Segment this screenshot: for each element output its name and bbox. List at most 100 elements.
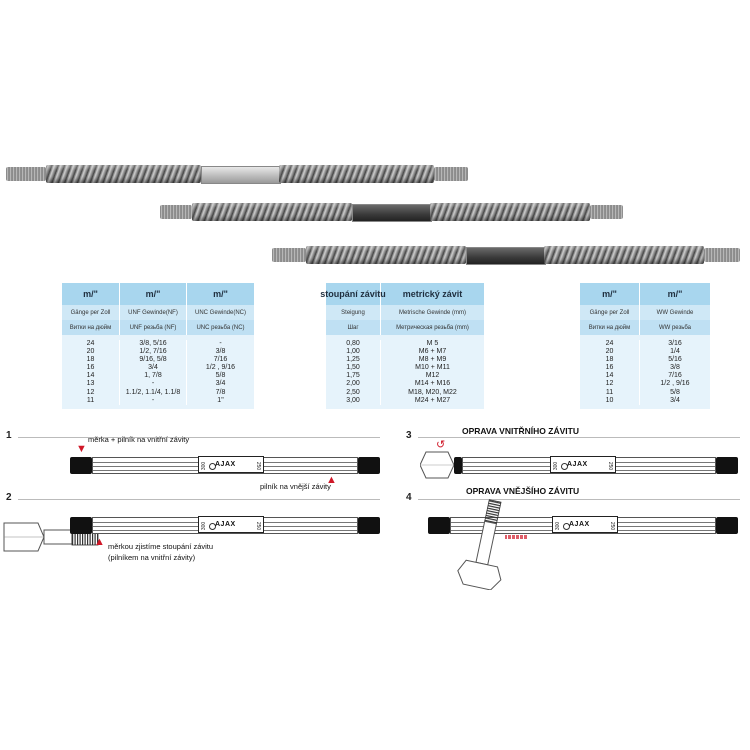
bolt-icon [457,499,502,590]
table-cell: 2,50 [346,388,360,396]
table-cell: 5/8 [670,388,680,396]
table-cell: - [219,340,222,347]
table-cell: 2,00 [346,380,360,388]
table-unf-unc: m/" m/" m/" Gänge per Zoll UNF Gewinde(N… [62,283,254,409]
table-cell: 7/16 [213,356,228,364]
table-cell: 9/16, 5/8 [139,356,167,364]
table-cell: 1,00 [346,348,360,356]
table-column: M 5 M6 + M7 M8 + M9 M10 + M11 M12 M14 + … [381,340,484,405]
table-subheader: UNF Gewinde(NF) [120,305,187,320]
table-cell: 18 [86,356,95,364]
table-cell: 0,80 [346,340,360,347]
step-4-caption: OPRAVA VNĚJŠÍHO ZÁVITU [466,486,580,496]
table-column: 3/8, 5/16 1/2, 7/16 9/16, 5/8 3/4 1, 7/8… [120,340,187,405]
table-cell: 1.1/2, 1.1/4, 1.1/8 [125,388,181,396]
ajax-tool-diagram: 300 AJAX 250 [70,516,380,534]
tool-brand: AJAX [215,461,236,468]
ajax-tool-diagram: 300 AJAX 250 [454,456,738,474]
table-cell: 3/8 [215,348,226,356]
table-subheader: UNC резьба (NC) [196,324,245,331]
table-cell: 11 [86,396,95,404]
table-cell: 3/4 [148,364,158,372]
table-cell: 1/4 [670,348,680,356]
table-header: m/" [120,283,187,305]
table-cell: 14 [605,372,614,380]
table-subheader: Шаг [326,320,381,335]
table-cell: - [151,380,155,388]
table-cell: 1/2 , 9/16 [205,364,236,372]
table-subheader: Витки на дюйм [580,320,640,335]
step-number: 4 [406,492,412,503]
table-header: metrický závit [402,289,463,299]
bolt-icon [3,522,99,552]
table-subheader: WW Gewinde [656,309,694,316]
step-1-caption-b: pilník na vnější závity [260,482,331,491]
table-cell: 1/2 , 9/16 [660,380,690,388]
red-arrow-icon: ↺ [436,439,446,451]
table-subheader: Metrische Gewinde (mm) [398,309,466,316]
table-cell: 10 [605,396,614,404]
table-cell: 1,50 [346,364,360,372]
tool-brand: AJAX [569,521,590,528]
table-subheader: Gänge per Zoll [62,305,120,320]
table-subheader: Метрическая резьба (mm) [396,324,469,331]
ajax-logo-icon [563,523,570,530]
red-arrow-icon: ▲ [326,474,337,486]
table-subheader: WW резьба [658,324,692,331]
table-cell: M14 + M16 [414,380,451,388]
tool-number-right: 250 [606,461,613,471]
table-cell: 12 [86,388,95,396]
table-cell: M8 + M9 [418,356,447,364]
table-column: 24 20 18 16 14 12 11 10 [580,340,640,405]
table-cell: 1,75 [346,372,360,380]
table-cell: 3/4 [215,380,226,388]
table-cell: - [151,396,155,404]
ajax-logo-icon [209,523,216,530]
table-cell: M 5 [426,340,439,347]
step-divider [418,437,740,438]
red-arrow-icon: ▲ [94,536,105,548]
table-cell: 16 [86,364,95,372]
step-number: 2 [6,492,12,503]
table-cell: 24 [605,340,614,347]
table-cell: M24 + M27 [414,396,451,404]
table-cell: 7/16 [668,372,682,380]
table-column: 0,80 1,00 1,25 1,50 1,75 2,00 2,50 3,00 [326,340,381,405]
table-cell: 20 [605,348,614,356]
tool-number-left: 300 [201,521,208,531]
table-cell: M6 + M7 [418,348,447,356]
table-cell: 5/16 [668,356,682,364]
table-cell: 1,25 [346,356,360,364]
table-cell: 5/8 [215,372,226,380]
table-column: - 3/8 7/16 1/2 , 9/16 5/8 3/4 7/8 1" [187,340,254,405]
red-arrow-icon: ▼ [76,443,87,455]
thread-file-2 [160,203,623,222]
ajax-tool-diagram: 300 AJAX 250 [70,456,380,474]
table-cell: 24 [86,340,95,347]
table-ww: m/" m/" Gänge per Zoll WW Gewinde Витки … [580,283,710,409]
table-cell: 1/2, 7/16 [139,348,167,356]
thread-file-1 [6,165,468,184]
table-cell: 18 [605,356,614,364]
tool-brand: AJAX [567,461,588,468]
step-1-caption-a: měrka + pilník na vnitřní závity [88,435,190,444]
table-cell: 3/16 [668,340,682,347]
step-2-caption-a: měrkou zjistíme stoupání závitu [108,542,214,551]
table-column: 3/16 1/4 5/16 3/8 7/16 1/2 , 9/16 5/8 3/… [640,340,710,405]
table-cell: 7/8 [215,388,226,396]
table-header: m/" [213,289,228,299]
table-subheader: UNC Gewinde(NC) [194,309,246,316]
table-cell: M12 [425,372,440,380]
tool-brand: AJAX [215,521,236,528]
ajax-logo-icon [209,463,216,470]
step-3-caption: OPRAVA VNITŘNÍHO ZÁVITU [462,426,579,436]
thread-file-3 [272,246,740,265]
table-cell: 3/8, 5/16 [139,340,167,347]
table-cell: 14 [86,372,95,380]
table-cell: 12 [605,380,614,388]
tool-number-left: 300 [555,521,562,531]
table-header: stoupání závitu [320,283,386,305]
nut-icon [420,451,455,479]
tool-number-left: 300 [201,461,208,471]
table-cell: 3,00 [346,396,360,404]
